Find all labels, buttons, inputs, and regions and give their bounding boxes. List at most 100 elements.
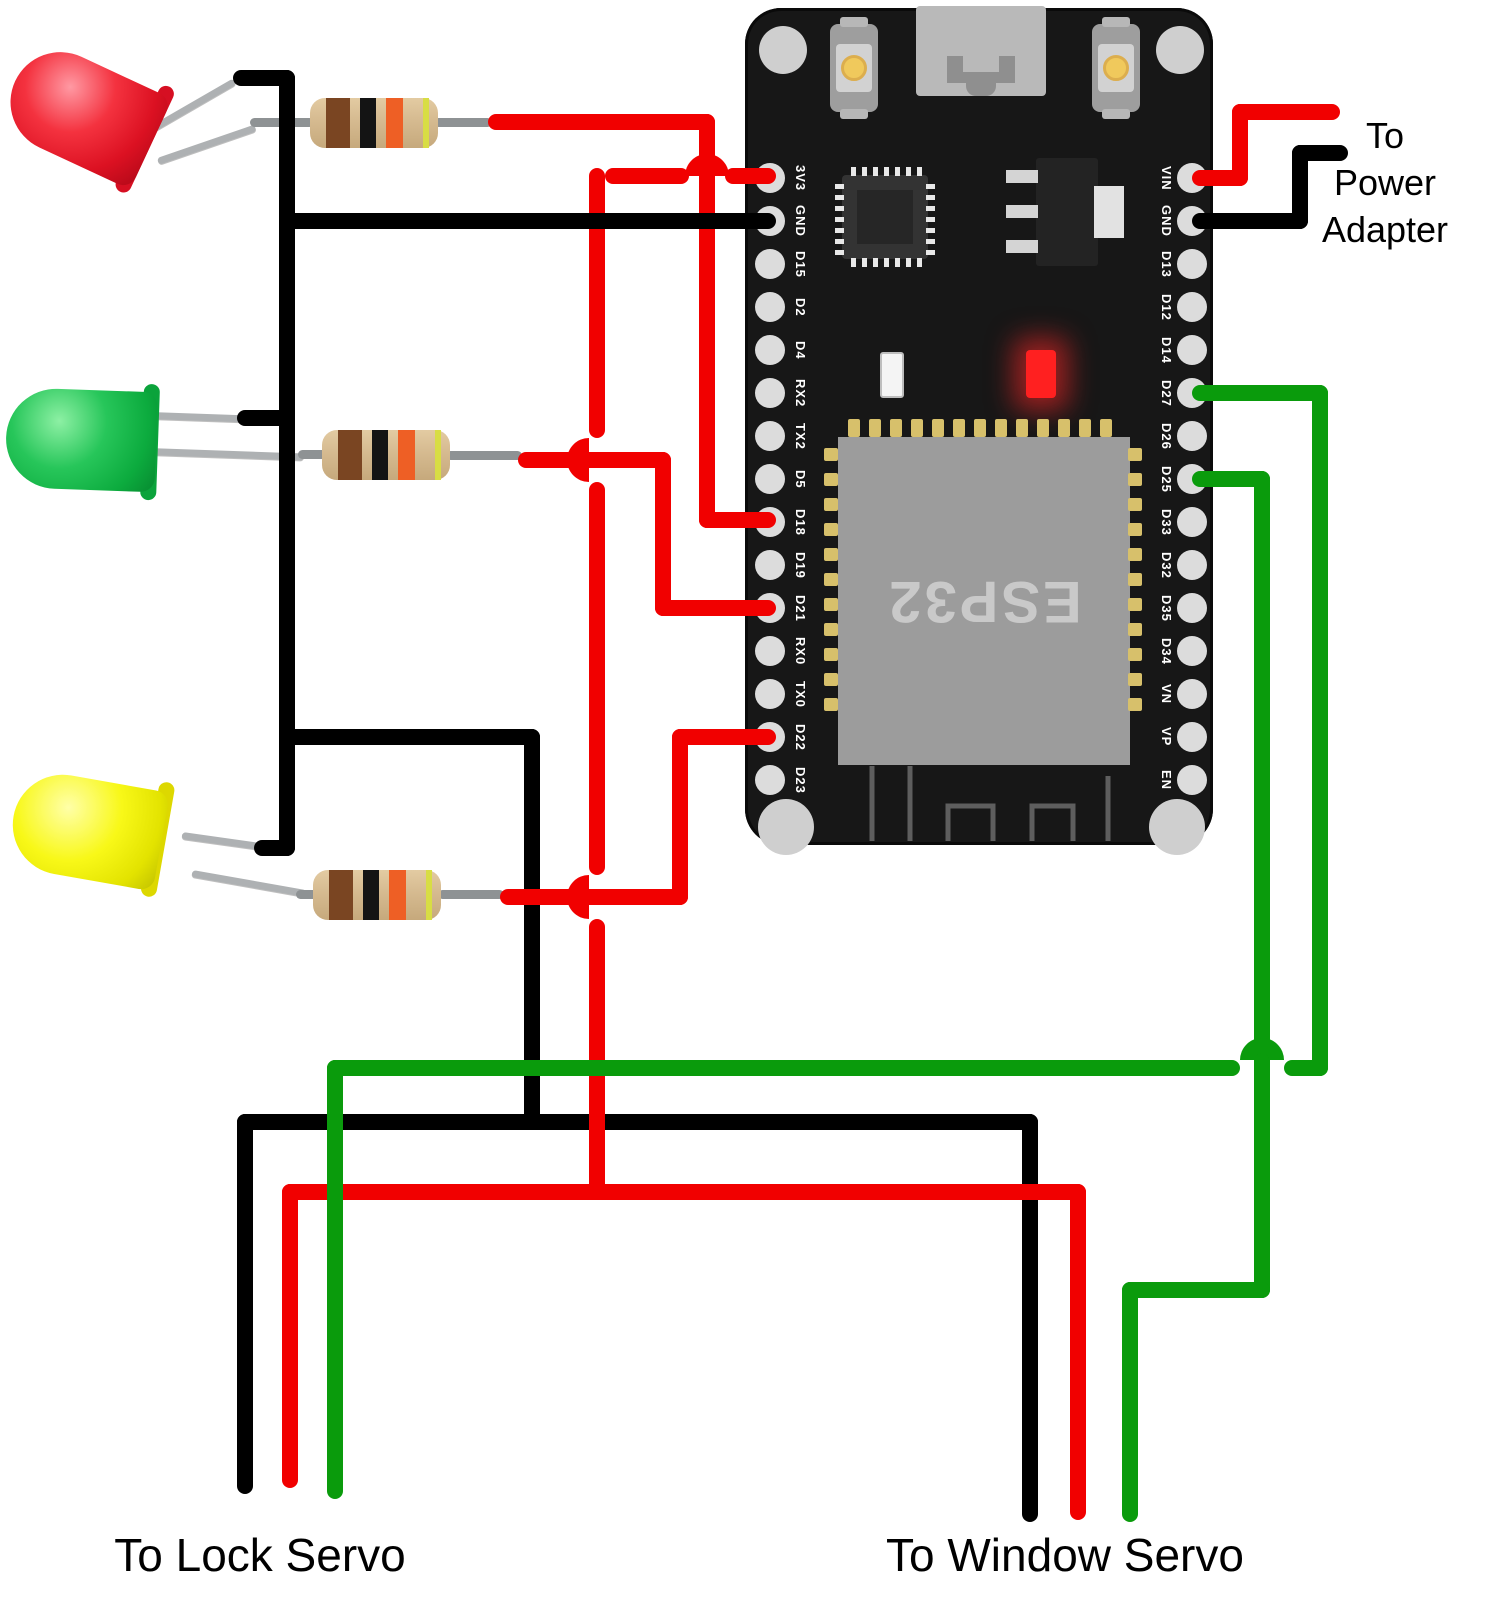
- module-pad: [1128, 673, 1142, 686]
- pin-label-d35: D35: [1159, 594, 1174, 622]
- wire-red-greenled-d21: [655, 600, 776, 616]
- resistor-lead: [296, 890, 322, 899]
- pin-pad-d14: [1177, 335, 1207, 365]
- boot-button-dot: [841, 55, 867, 81]
- usb-connector-detail: [999, 56, 1015, 74]
- wire-red-redled-d18: [488, 114, 715, 130]
- pin-pad-d19: [755, 550, 785, 580]
- chip-pin: [862, 167, 867, 176]
- pin-pad-en: [1177, 765, 1207, 795]
- chip-pin: [895, 167, 900, 176]
- wire-green-d25-window: [1254, 471, 1270, 1298]
- wire-black-green-led: [237, 410, 295, 426]
- boot-button-tab: [840, 17, 868, 27]
- pin-pad-vn: [1177, 679, 1207, 709]
- chip-pin: [917, 258, 922, 267]
- module-pad: [953, 419, 965, 437]
- chip-pin: [884, 258, 889, 267]
- usb-connector-detail: [947, 56, 963, 74]
- en-button-tab: [1102, 109, 1130, 119]
- module-pad: [824, 448, 838, 461]
- module-pad: [824, 623, 838, 636]
- wire-red-3v3: [589, 482, 605, 875]
- wire-black-power-adapter: [1292, 145, 1348, 161]
- wire-black-to-gnd-pin: [281, 213, 776, 229]
- wire-red-yellowled-d22: [672, 729, 688, 905]
- chip-pin: [926, 239, 935, 244]
- pin-label-d34: D34: [1159, 637, 1174, 665]
- usb-connector-detail: [966, 80, 996, 96]
- module-pad: [1016, 419, 1028, 437]
- wire-hop: [685, 154, 729, 176]
- pin-label-vin: VIN: [1159, 165, 1174, 191]
- yellow-led-anode-leg: [191, 870, 307, 898]
- chip-pin: [917, 167, 922, 176]
- wire-green-d25-window: [1192, 471, 1270, 487]
- resistor-lead: [434, 118, 492, 127]
- module-pad: [848, 419, 860, 437]
- module-pad: [1128, 448, 1142, 461]
- chip-pin: [906, 167, 911, 176]
- wire-hop: [1240, 1038, 1284, 1060]
- pin-pad-d4: [755, 335, 785, 365]
- pin-label-d19: D19: [793, 551, 808, 579]
- pin-pad-d34: [1177, 636, 1207, 666]
- pin-label-d15: D15: [793, 250, 808, 278]
- pin-label-rx2: RX2: [793, 378, 808, 408]
- regulator-leg: [1006, 240, 1038, 253]
- usb-uart-chip-core: [857, 190, 913, 244]
- voltage-regulator: [1036, 158, 1098, 266]
- pin-label-3v3: 3V3: [793, 164, 808, 192]
- pin-pad-d12: [1177, 292, 1207, 322]
- chip-pin: [926, 250, 935, 255]
- module-pad: [1100, 419, 1112, 437]
- pin-label-d21: D21: [793, 594, 808, 622]
- pin-label-d22: D22: [793, 723, 808, 751]
- mounting-hole: [759, 26, 807, 74]
- green-led: [0, 375, 179, 509]
- wire-red-lock-servo: [282, 1184, 298, 1488]
- module-pad: [824, 598, 838, 611]
- module-pad: [1128, 623, 1142, 636]
- pin-label-d33: D33: [1159, 508, 1174, 536]
- pin-pad-rx0: [755, 636, 785, 666]
- wire-black-yellow-led: [254, 840, 295, 856]
- wire-black-window-servo: [1022, 1114, 1038, 1522]
- pin-pad-d13: [1177, 249, 1207, 279]
- pin-label-d5: D5: [793, 469, 808, 489]
- wire-hop: [567, 438, 589, 482]
- chip-pin: [926, 206, 935, 211]
- pin-label-d23: D23: [793, 766, 808, 794]
- module-pad: [1037, 419, 1049, 437]
- pin-label-vp: VP: [1159, 727, 1174, 747]
- pin-label-d26: D26: [1159, 422, 1174, 450]
- chip-pin: [835, 206, 844, 211]
- wire-green-d25-window: [1122, 1282, 1138, 1522]
- module-pad: [1128, 498, 1142, 511]
- resistor-lead: [438, 890, 504, 899]
- chip-pin: [884, 167, 889, 176]
- pin-pad-d32: [1177, 550, 1207, 580]
- module-pad: [1128, 648, 1142, 661]
- pin-pad-rx2: [755, 378, 785, 408]
- red-led: [0, 22, 195, 212]
- wire-black-branch-h: [281, 729, 540, 745]
- pin-label-d4: D4: [793, 340, 808, 360]
- module-pad: [1128, 598, 1142, 611]
- module-pad: [824, 673, 838, 686]
- module-pad: [890, 419, 902, 437]
- wire-red-servo-power-bus: [282, 1184, 1086, 1200]
- pin-label-en: EN: [1159, 769, 1174, 791]
- wire-red-greenled-d21: [518, 452, 671, 468]
- en-button-dot: [1103, 55, 1129, 81]
- pin-label-d13: D13: [1159, 250, 1174, 278]
- status-led-lit: [1026, 350, 1056, 398]
- wire-green-d27-lock: [1312, 385, 1328, 1076]
- pin-label-rx0: RX0: [793, 636, 808, 666]
- module-pad: [1128, 698, 1142, 711]
- resistor-lead: [298, 450, 328, 459]
- module-pad: [824, 473, 838, 486]
- chip-pin: [906, 258, 911, 267]
- voltage-regulator-tab: [1094, 186, 1124, 238]
- chip-pin: [835, 195, 844, 200]
